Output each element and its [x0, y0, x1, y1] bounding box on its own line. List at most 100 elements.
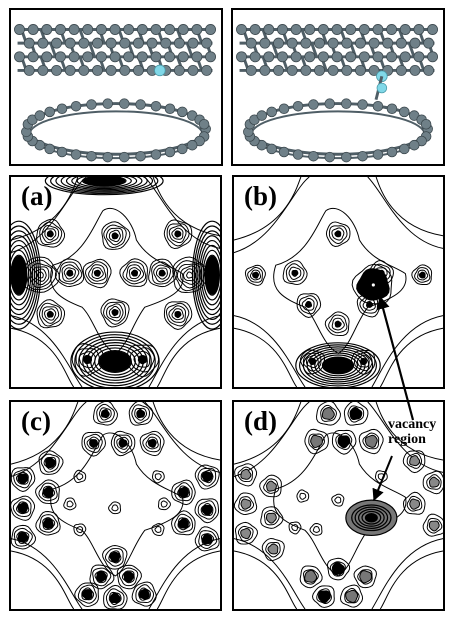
contour-line	[158, 269, 166, 277]
tube-atom	[327, 64, 339, 76]
tube-atom	[386, 51, 398, 63]
tube-atom	[205, 51, 217, 63]
contour-line	[426, 474, 442, 490]
contour-line	[54, 258, 85, 288]
ring-atom	[278, 103, 290, 114]
contour-line	[334, 230, 342, 238]
contour-line	[291, 524, 299, 532]
contour-line	[75, 348, 101, 373]
contour-line	[45, 457, 57, 469]
contour-line	[367, 402, 443, 473]
contour-line	[418, 271, 426, 279]
contour-line	[357, 508, 385, 527]
contour-line	[194, 498, 220, 524]
contour-line	[35, 510, 61, 536]
contour-line	[296, 489, 310, 503]
contour-line	[252, 271, 260, 279]
contour-line	[106, 303, 124, 322]
contour-line	[126, 264, 144, 282]
contour-line	[422, 513, 443, 537]
tube-atom	[413, 51, 425, 63]
contour-line	[154, 525, 162, 533]
contour-line	[11, 495, 36, 521]
ring-atom	[102, 98, 113, 109]
contour-line	[16, 531, 30, 545]
contour-line	[61, 264, 80, 282]
ring-atom	[408, 139, 420, 151]
contour-line	[16, 501, 30, 515]
contour-line	[81, 177, 127, 187]
contour-line	[116, 436, 130, 450]
tube-atom	[273, 37, 285, 49]
ring-atom	[86, 99, 97, 110]
tube-atom	[273, 64, 285, 76]
contour-line	[155, 267, 168, 280]
contour-line	[237, 525, 254, 542]
contour-line	[335, 230, 341, 238]
contour-line	[377, 473, 385, 481]
tube-atom	[68, 51, 80, 63]
contour-line	[76, 526, 84, 534]
contour-line	[50, 208, 184, 354]
contour-line	[306, 354, 319, 369]
tube-atom	[201, 37, 213, 49]
contour-line	[183, 268, 196, 282]
contour-line	[171, 227, 184, 240]
contour-line	[144, 177, 220, 249]
tube-atom	[304, 24, 316, 35]
contour-line	[321, 406, 335, 420]
ring-atom	[324, 98, 335, 109]
ring-atom	[266, 106, 277, 118]
ring-atom	[324, 151, 335, 163]
tube-atom	[123, 51, 135, 63]
ring-atom	[164, 103, 176, 114]
contour-line	[406, 452, 423, 469]
contour-line	[371, 315, 443, 387]
contour-line	[11, 225, 40, 325]
contour-line	[260, 506, 284, 529]
ring-bond	[28, 110, 204, 160]
contour-line	[98, 407, 112, 421]
contour-line	[234, 538, 306, 609]
tube-atom	[427, 24, 439, 35]
contour-line	[428, 476, 440, 488]
contour-line	[110, 430, 136, 457]
contour-line	[118, 438, 128, 448]
vacancy-center	[371, 283, 375, 287]
contour-line	[174, 230, 182, 238]
ring-atom	[399, 106, 410, 118]
tube-atom	[317, 24, 329, 35]
contour-line	[194, 526, 220, 552]
contour-line	[138, 588, 150, 600]
tube-atom	[399, 24, 411, 35]
contour-line	[303, 569, 319, 585]
tube-atom	[386, 24, 398, 35]
contour-line	[11, 467, 36, 492]
contour-line	[364, 513, 378, 523]
tube-atom	[395, 37, 407, 49]
tube-atom	[191, 51, 203, 63]
contour-line	[134, 407, 147, 421]
contour-line	[148, 538, 220, 609]
contour-line	[174, 311, 182, 319]
contour-line	[361, 510, 382, 525]
contour-line	[344, 587, 360, 604]
contour-line	[347, 405, 365, 423]
contour-line	[25, 259, 57, 291]
contour-line	[83, 433, 103, 454]
contour-core	[11, 255, 27, 295]
contour-line	[324, 311, 350, 336]
contour-line	[133, 350, 151, 368]
contour-line	[11, 402, 87, 477]
contour-line	[317, 590, 331, 604]
contour-line	[147, 438, 157, 448]
ring-atom	[386, 103, 398, 114]
contour-line	[299, 344, 377, 387]
tube-atom	[286, 37, 298, 49]
contour-line	[73, 469, 87, 484]
contour-line	[309, 522, 323, 536]
contour-line	[148, 258, 178, 288]
contour-line	[358, 428, 384, 455]
contour-c-svg	[11, 402, 220, 609]
contour-line	[136, 409, 146, 419]
